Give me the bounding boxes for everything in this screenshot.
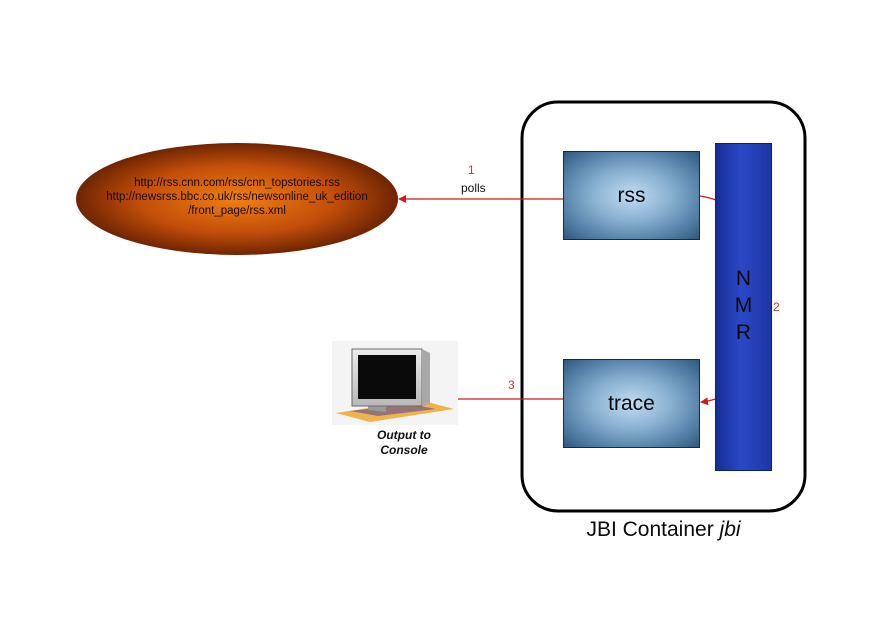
feed-url-bbc: http://newsrss.bbc.co.uk/rss/newsonline_… <box>106 191 368 203</box>
feed-source-urls: http://rss.cnn.com/rss/cnn_topstories.rs… <box>78 176 396 218</box>
console-caption-line1: Output to <box>377 428 431 442</box>
nmr-letter-r: R <box>735 321 752 344</box>
trace-label: trace <box>608 391 655 415</box>
rss-component: rss <box>563 151 700 240</box>
monitor-icon <box>332 341 458 425</box>
feed-url-bbc-path: /front_page/rss.xml <box>188 205 286 217</box>
feed-source-ellipse <box>76 143 398 255</box>
step-1-label: polls <box>461 181 486 195</box>
nmr-label: N M R <box>715 265 772 346</box>
rss-label: rss <box>617 183 646 207</box>
container-title-name: jbi <box>719 518 741 541</box>
nmr-letter-m: M <box>734 294 753 317</box>
nmr-letter-n: N <box>735 267 752 290</box>
step-3-number: 3 <box>508 378 515 392</box>
container-title-prefix: JBI Container <box>586 518 714 541</box>
nmr-bus <box>715 143 772 471</box>
container-title: JBI Container jbi <box>522 518 805 542</box>
console-caption: Output to Console <box>356 428 452 458</box>
trace-component: trace <box>563 359 700 448</box>
step-2-number: 2 <box>773 300 780 314</box>
step-1-number: 1 <box>468 163 475 177</box>
feed-url-cnn: http://rss.cnn.com/rss/cnn_topstories.rs… <box>134 177 340 189</box>
console-caption-line2: Console <box>380 443 428 457</box>
